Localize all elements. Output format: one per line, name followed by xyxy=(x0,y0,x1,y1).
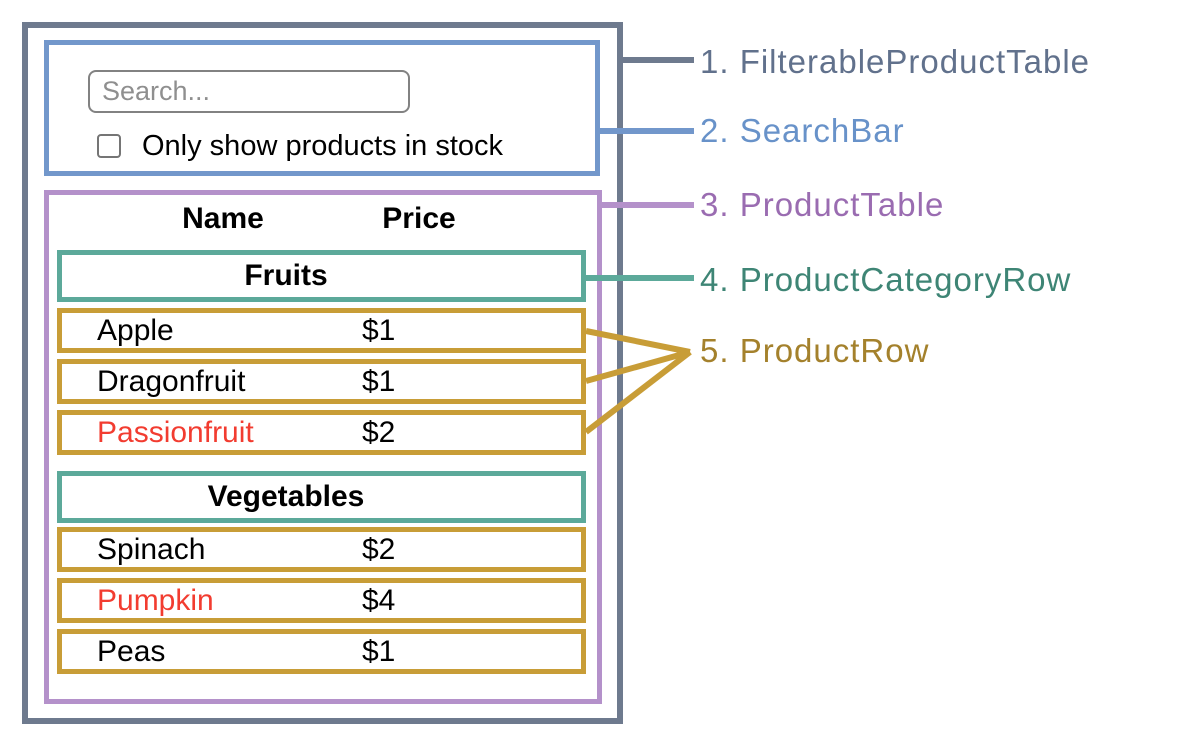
legend-label-product-category-row: 4. ProductCategoryRow xyxy=(700,261,1072,298)
product-row-apple: Apple $1 xyxy=(57,308,586,353)
legend-label-product-table: 3. ProductTable xyxy=(700,186,945,223)
product-price: $2 xyxy=(362,416,396,449)
product-price: $2 xyxy=(362,533,396,566)
category-label: Fruits xyxy=(244,259,328,292)
connector-line-product-table xyxy=(600,202,694,208)
connector-line-filterable-product-table xyxy=(618,57,694,63)
legend-label-product-row: 5. ProductRow xyxy=(700,332,930,369)
legend-label-search-bar: 2. SearchBar xyxy=(700,112,905,149)
search-input[interactable] xyxy=(88,70,410,113)
product-category-row-fruits: Fruits xyxy=(57,250,586,302)
product-price: $1 xyxy=(362,635,396,668)
product-name: Passionfruit xyxy=(97,416,254,449)
product-row-peas: Peas $1 xyxy=(57,629,586,674)
product-name: Apple xyxy=(97,314,174,347)
connector-line-product-category-row xyxy=(584,275,694,281)
product-name: Spinach xyxy=(97,533,206,566)
product-row-passionfruit: Passionfruit $2 xyxy=(57,410,586,455)
connector-line-search-bar xyxy=(598,128,694,134)
in-stock-checkbox[interactable] xyxy=(97,134,121,158)
in-stock-checkbox-label: Only show products in stock xyxy=(142,130,504,162)
product-row-spinach: Spinach $2 xyxy=(57,527,586,572)
column-header-price: Price xyxy=(382,202,456,235)
product-name: Peas xyxy=(97,635,166,668)
product-price: $1 xyxy=(362,314,396,347)
category-label: Vegetables xyxy=(207,480,365,513)
product-category-row-vegetables: Vegetables xyxy=(57,471,586,523)
product-name: Pumpkin xyxy=(97,584,214,617)
legend-label-filterable-product-table: 1. FilterableProductTable xyxy=(700,43,1091,80)
product-price: $4 xyxy=(362,584,396,617)
product-row-dragonfruit: Dragonfruit $1 xyxy=(57,359,586,404)
product-name: Dragonfruit xyxy=(97,365,246,398)
product-row-pumpkin: Pumpkin $4 xyxy=(57,578,586,623)
column-header-name: Name xyxy=(182,202,264,235)
product-price: $1 xyxy=(362,365,396,398)
